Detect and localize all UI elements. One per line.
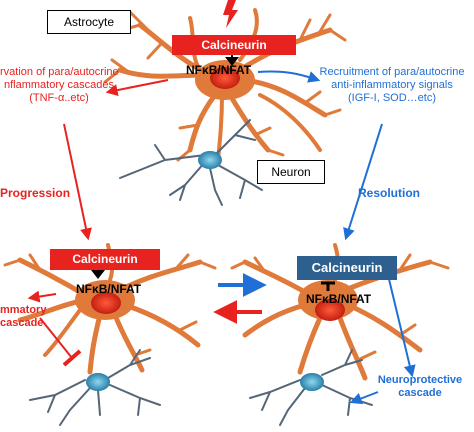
astrocyte-bottom-right-nucleus [315,299,345,321]
top-triangle [225,57,239,66]
resolution-arrow [343,123,383,241]
bottom-right-side-text-line-1: Neuroprotective [377,374,463,386]
bottom-left-side-text-line-2: cascade [0,317,44,329]
bottom-left-arrow [27,290,57,303]
bottom-right-tbar [321,281,335,291]
calcineurin-top: Calcineurin [172,35,296,55]
calcineurin-bottom-left: Calcineurin [50,249,160,270]
astrocyte-bottom-left-nucleus [91,292,121,314]
top-left-text: rvation of para/autocrine nflammatory ca… [0,66,119,105]
bottom-left-triangle [91,270,105,279]
neuron-bottom-right [249,349,373,426]
inhibition-line [39,317,73,359]
top-right-text-line-1: Recruitment of para/autocrine [319,66,465,78]
bottom-right-arrow-back [349,391,379,405]
nfkb-top: NFκB/NFAT [186,63,252,77]
calcineurin-bottom-right: Calcineurin [297,256,397,280]
neuron-bottom-left [29,349,161,426]
neuron-top-body [198,151,222,169]
astrocyte-label: Astrocyte [47,10,131,34]
lightning-icon [223,0,238,28]
astrocyte-top-nucleus [210,67,240,89]
neuron-bottom-right-body [300,373,324,391]
top-left-text-line-2: nflammatory cascades [3,79,115,91]
arrow-top-to-right-text [257,70,321,83]
resolution-label: Resolution [358,186,420,200]
nfkb-bottom-left: NFκB/NFAT [76,282,142,296]
top-left-text-line-1: rvation of para/autocrine [0,66,119,78]
neuron-label: Neuron [257,160,325,184]
bottom-left-side-text: mmatory cascade [0,304,46,330]
nfkb-bottom-right: NFκB/NFAT [306,292,372,306]
neuron-top [119,119,263,206]
astrocyte-bottom-left [3,243,217,375]
astrocyte-top [103,8,347,162]
bottom-right-side-text-line-2: cascade [398,387,442,399]
bottom-right-side-text: Neuroprotective cascade [370,374,470,400]
arrow-top-to-left-text [105,79,169,97]
inhibition-bar [62,349,82,367]
bottom-left-side-text-line-1: mmatory [0,304,47,316]
top-left-text-line-3: (TNF-α..etc) [29,92,89,104]
progression-label: Progression [0,186,71,200]
progression-arrow [63,123,92,241]
bottom-right-arrow-down [387,274,416,378]
neuron-bottom-left-body [86,373,110,391]
top-right-text-line-2: anti-inflammatory signals [331,79,453,91]
top-right-text-line-3: (IGF-I, SOD…etc) [348,92,436,104]
top-right-text: Recruitment of para/autocrine anti-infla… [312,66,472,105]
